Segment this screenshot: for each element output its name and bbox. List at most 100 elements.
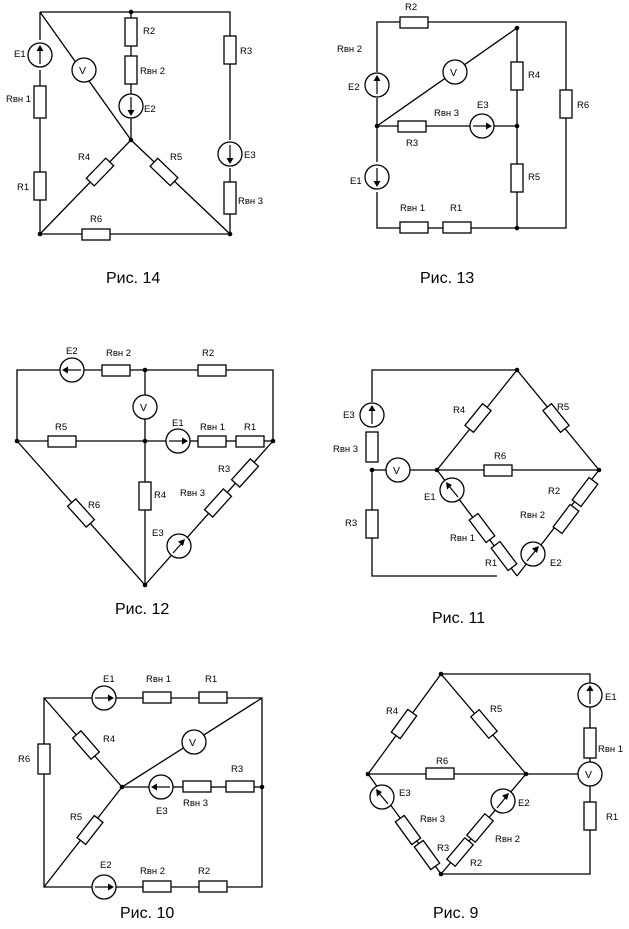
source-e2 [118, 93, 144, 119]
label-r-internal-1: Rвн 1 [400, 203, 425, 214]
label-r3: R3 [345, 518, 357, 529]
label-r1: R1 [205, 674, 217, 685]
resistor-r2 [124, 17, 138, 47]
source-e3 [148, 774, 174, 800]
resistor-r4 [464, 402, 492, 434]
resistor-r6 [483, 464, 513, 477]
resistor-r-internal-1 [583, 727, 597, 759]
label-r2: R2 [202, 348, 214, 359]
label-r5: R5 [55, 422, 67, 433]
source-e1 [364, 164, 390, 190]
voltmeter-label: V [450, 67, 457, 79]
source-e3 [166, 533, 192, 559]
wires [39, 11, 231, 236]
wires [367, 673, 602, 875]
resistor-r-internal-3 [203, 487, 233, 519]
label-r1: R1 [606, 812, 618, 823]
label-r-internal-3: Rвн 3 [183, 798, 208, 809]
label-e3: E3 [152, 528, 164, 539]
resistor-r-internal-2 [101, 364, 131, 377]
resistor-r-internal-3 [182, 780, 212, 793]
label-e2: E2 [550, 558, 562, 569]
resistor-r2 [571, 476, 599, 508]
resistor-r-internal-2 [142, 880, 172, 893]
resistor-r-internal-2 [552, 503, 580, 535]
resistor-r-internal-1 [33, 85, 47, 119]
label-r6: R6 [90, 214, 102, 225]
label-r1: R1 [450, 203, 462, 214]
resistor-r1 [235, 435, 265, 448]
label-r6: R6 [18, 754, 30, 765]
resistor-r1 [583, 801, 597, 831]
label-e3: E3 [244, 150, 256, 161]
label-r-internal-3: Rвн 3 [180, 488, 205, 499]
label-e2: E2 [144, 104, 156, 115]
resistor-r3 [365, 509, 379, 539]
label-r-internal-2: Rвн 2 [106, 348, 131, 359]
label-e2: E2 [100, 860, 112, 871]
source-e3 [469, 113, 495, 139]
figure-caption: Рис. 11 [432, 610, 485, 627]
circuit-figure-14: E1 Rвн 1 R1 V R2 Rвн 2 E2 R3 E3 Rвн 3 R4… [6, 9, 263, 287]
voltmeter-label: V [393, 465, 400, 477]
source-e1 [27, 42, 53, 68]
label-r4: R4 [154, 490, 166, 501]
label-r-internal-2: Rвн 2 [520, 510, 545, 521]
label-r-internal-3: Rвн 3 [238, 196, 263, 207]
figure-caption: Рис. 10 [120, 905, 174, 922]
resistor-r5 [542, 402, 570, 434]
label-e1: E1 [424, 492, 436, 503]
label-r6: R6 [494, 451, 506, 462]
resistor-r3 [225, 780, 255, 793]
source-e2 [520, 541, 546, 567]
circuit-figure-9: R4 R5 E1 Rвн 1 R6 V E3 E2 R1 Rвн 3 Rвн 2… [365, 671, 623, 922]
voltmeter-label: V [140, 402, 147, 414]
source-e1 [577, 682, 603, 708]
source-e2 [364, 72, 390, 98]
label-r2: R2 [548, 486, 560, 497]
label-r6: R6 [88, 500, 100, 511]
label-r-internal-1: Rвн 1 [450, 533, 475, 544]
label-r1: R1 [244, 422, 256, 433]
label-r3: R3 [406, 138, 418, 149]
label-e3: E3 [343, 410, 355, 421]
label-r2: R2 [143, 26, 155, 37]
circuit-figure-13: R2 Rвн 2 E2 V R4 R6 Rвн 3 E3 R3 E1 R5 Rв… [337, 2, 589, 287]
resistor-r4 [390, 708, 418, 740]
label-r-internal-2: Rвн 2 [140, 66, 165, 77]
label-e2: E2 [518, 798, 530, 809]
resistor-r-internal-3 [365, 431, 379, 463]
resistor-r4 [510, 61, 524, 91]
source-e2 [490, 788, 516, 814]
resistor-r2 [198, 880, 228, 893]
label-r4: R4 [453, 405, 465, 416]
source-e2 [59, 357, 85, 383]
label-r3: R3 [437, 843, 449, 854]
source-e1 [91, 685, 117, 711]
resistor-r5 [510, 163, 524, 193]
label-r-internal-1: Rвн 1 [146, 674, 171, 685]
label-r4: R4 [78, 152, 90, 163]
voltmeter [442, 59, 468, 85]
label-r4: R4 [386, 706, 398, 717]
voltmeter-label: V [189, 737, 196, 749]
resistor-r5 [47, 435, 77, 448]
label-r1: R1 [485, 558, 497, 569]
label-r3: R3 [231, 764, 243, 775]
label-e1: E1 [172, 418, 184, 429]
label-r5: R5 [70, 812, 82, 823]
label-r-internal-2: Rвн 2 [337, 44, 362, 55]
voltmeter [385, 457, 411, 483]
source-e1 [165, 428, 191, 454]
resistor-r1 [33, 171, 47, 201]
label-r2: R2 [470, 858, 482, 869]
label-e3: E3 [156, 806, 168, 817]
label-r-internal-1: Rвн 1 [6, 94, 31, 105]
resistor-r5 [469, 708, 499, 740]
label-r-internal-2: Rвн 2 [140, 866, 165, 877]
voltmeter-label: V [79, 65, 86, 77]
resistor-r2 [399, 16, 429, 29]
resistor-r4 [138, 481, 152, 511]
label-r6: R6 [577, 100, 589, 111]
